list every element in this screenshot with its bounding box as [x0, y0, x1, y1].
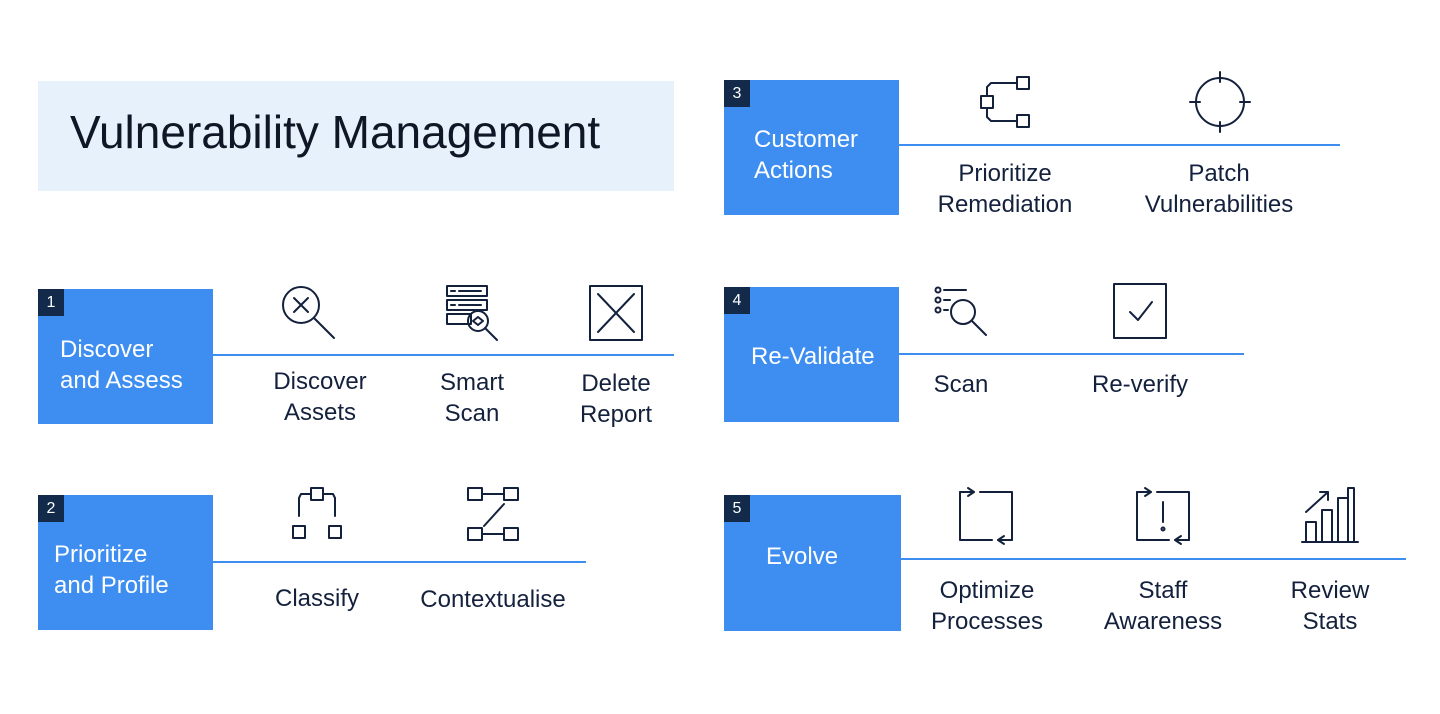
step-scan-label: Scan — [933, 371, 989, 398]
stage-2-box: 2 Prioritize and Profile — [38, 495, 213, 630]
step-classify-label: Classify — [274, 585, 359, 612]
page-title: Vulnerability Management — [70, 106, 601, 158]
stage-1-label: Discover and Assess — [60, 336, 183, 394]
connected-nodes-icon — [462, 484, 526, 548]
hierarchy-icon — [285, 484, 349, 548]
checkbox-icon — [1108, 280, 1172, 344]
step-staff-awareness-label: Staff Awareness — [1103, 577, 1223, 635]
magnifier-x-icon — [276, 280, 340, 344]
x-box-icon — [584, 282, 648, 346]
list-search-icon — [928, 280, 992, 344]
stage-1-number: 1 — [38, 289, 64, 316]
tree-branch-icon — [973, 71, 1037, 135]
step-re-verify-label: Re-verify — [1091, 371, 1188, 398]
step-patch-vulnerabilities-label: Patch Vulnerabilities — [1144, 160, 1294, 218]
stage-5-connector — [901, 558, 1406, 560]
step-smart-scan-label: Smart Scan — [439, 369, 504, 427]
stage-3-label: Customer Actions — [754, 126, 859, 184]
stage-4-connector — [899, 353, 1244, 355]
stage-1-connector — [213, 354, 674, 356]
alert-cycle-icon — [1131, 484, 1195, 548]
server-scan-icon — [441, 282, 505, 346]
crosshair-icon — [1188, 70, 1252, 134]
bar-chart-growth-icon — [1298, 484, 1362, 548]
cycle-arrows-icon — [954, 484, 1018, 548]
title-banner: Vulnerability Management — [38, 81, 674, 191]
stage-2-connector — [213, 561, 586, 563]
stage-2-label: Prioritize and Profile — [54, 541, 169, 599]
stage-5-box: 5 Evolve — [724, 495, 901, 631]
stage-5-number: 5 — [724, 495, 750, 522]
stage-4-box: 4 Re-Validate — [724, 287, 899, 422]
step-contextualise-label: Contextualise — [420, 586, 566, 613]
step-prioritize-remediation-label: Prioritize Remediation — [937, 160, 1073, 218]
step-discover-assets-label: Discover Assets — [273, 368, 367, 426]
step-delete-report-label: Delete Report — [579, 370, 653, 428]
stage-3-connector — [899, 144, 1340, 146]
stage-4-label: Re-Validate — [751, 343, 875, 370]
stage-3-number: 3 — [724, 80, 750, 107]
step-review-stats-label: Review Stats — [1290, 577, 1370, 635]
step-optimize-processes-label: Optimize Processes — [930, 577, 1044, 635]
stage-5-label: Evolve — [766, 543, 839, 570]
stage-1-box: 1 Discover and Assess — [38, 289, 213, 424]
stage-4-number: 4 — [724, 287, 750, 314]
stage-3-box: 3 Customer Actions — [724, 80, 899, 215]
stage-2-number: 2 — [38, 495, 64, 522]
